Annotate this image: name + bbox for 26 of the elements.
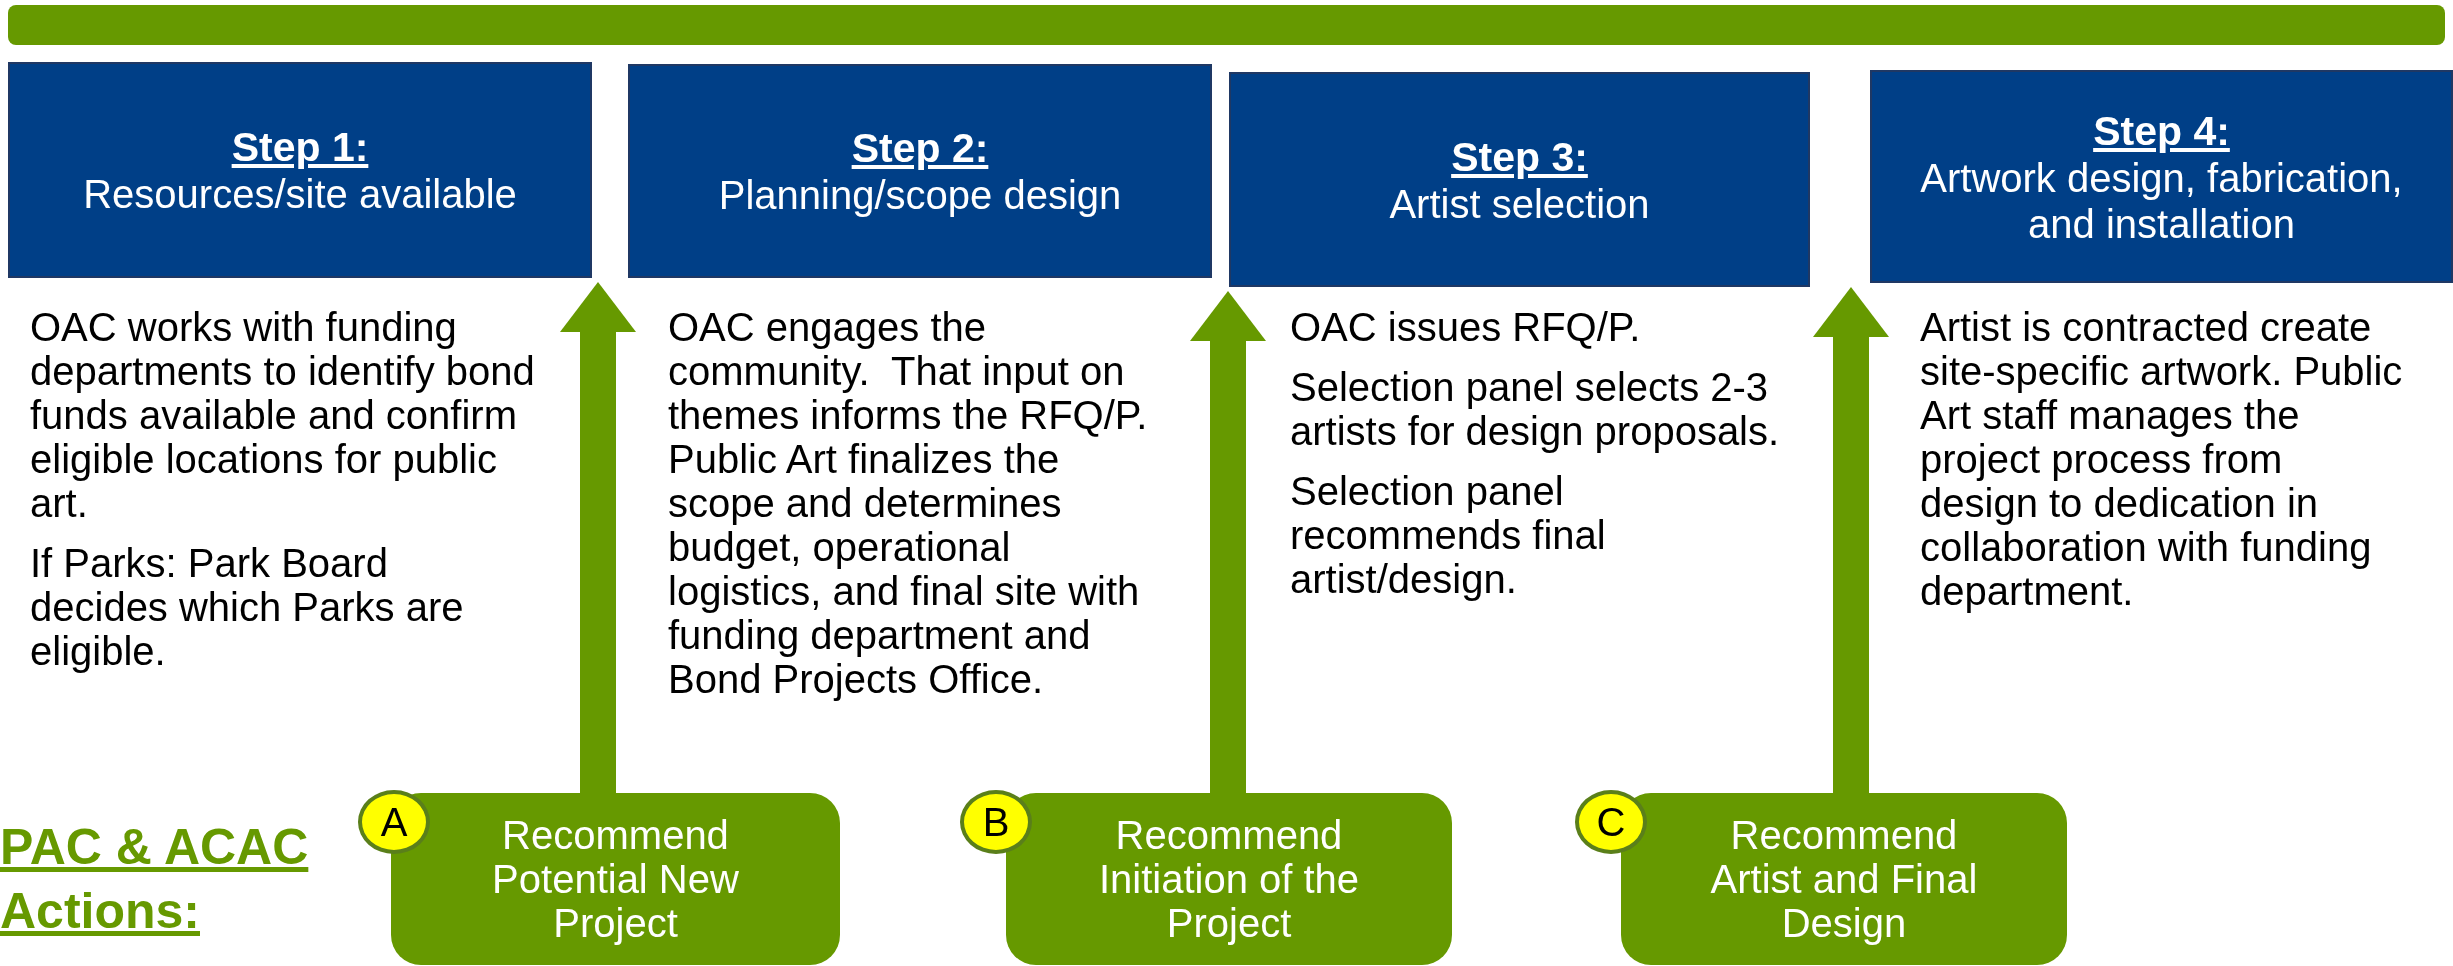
description-text: If Parks: Park Board decides which Parks are eligible. <box>30 541 465 673</box>
description-text: OAC works with funding departments to identify bond funds available and confirm eligible locations for public art. <box>30 305 535 525</box>
description-text: Selection panel recommends final artist/design. <box>1290 469 1607 601</box>
letter-badge: B <box>960 790 1032 854</box>
letter-badge: C <box>1575 790 1647 854</box>
step-box <box>8 62 592 278</box>
step-title: Artwork design, fabrication, and installation <box>1919 154 2404 247</box>
step-title: Resources/site available <box>83 171 517 217</box>
step-heading: Step 1: <box>231 123 369 171</box>
step-title: Artist selection <box>1389 180 1650 227</box>
section-heading: PAC & ACAC Actions: <box>0 818 310 941</box>
description-text: Artist is contracted create site-specific artwork. Public Art staff manages the project process from design to dedication in collaboration with funding department. <box>1920 305 2404 613</box>
arrow <box>560 282 636 793</box>
description-text: Selection panel selects 2-3 artists for design proposals. <box>1290 365 1781 453</box>
step-heading: Step 3: <box>1451 132 1588 181</box>
step-heading: Step 4: <box>2093 106 2230 155</box>
step-box <box>1870 70 2453 283</box>
step-box <box>1229 72 1810 287</box>
description-text: OAC engages the community. That input on themes informs the RFQ/P. Public Art finalizes the scope and determines budget, operational logistics, and final site with funding department and Bond Projects Office. <box>668 305 1149 701</box>
arrow <box>1190 291 1266 793</box>
step-box <box>628 64 1212 278</box>
step-title: Planning/scope design <box>718 172 1122 218</box>
letter-badge: A <box>358 790 430 854</box>
arrow <box>1813 287 1889 793</box>
description-text: OAC issues RFQ/P. <box>1290 305 1642 349</box>
step-heading: Step 2: <box>851 124 989 172</box>
